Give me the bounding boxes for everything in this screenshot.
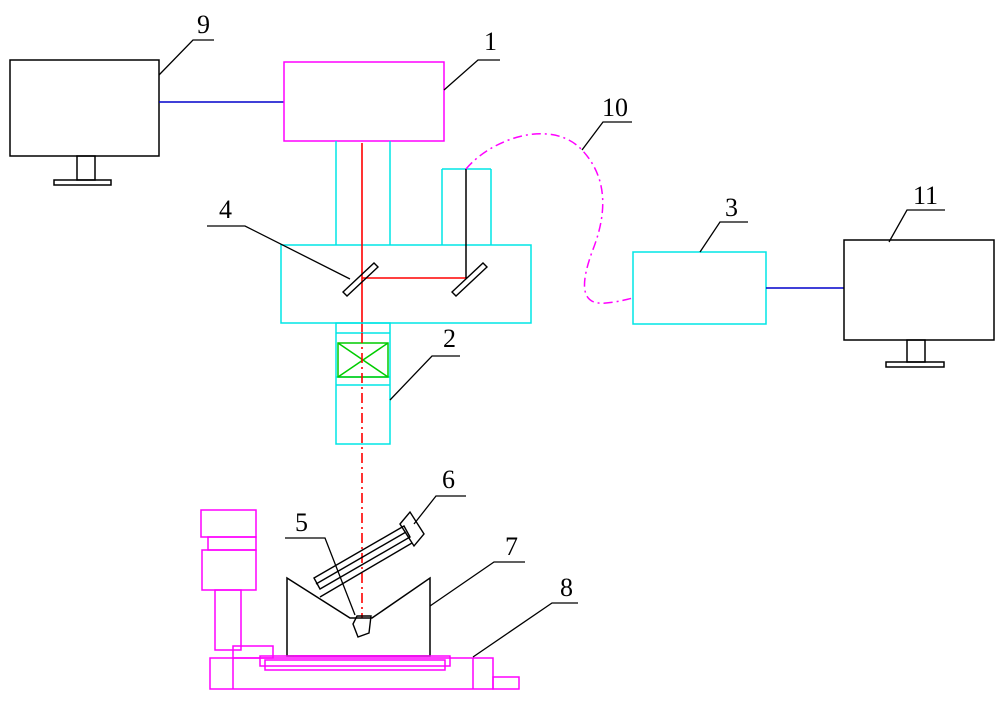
spectrometer [632,251,767,325]
monitor-right [843,239,995,368]
laser-head [283,61,445,142]
leader-5 [285,537,356,616]
workpiece [352,615,372,638]
label-5: 5 [295,508,308,537]
label-10: 10 [602,93,628,122]
beam-tube-upper [335,141,391,245]
leader-1 [443,59,500,91]
label-8: 8 [560,573,573,602]
lens-tube [335,322,391,445]
leader-2 [389,355,460,401]
label-3: 3 [725,193,738,222]
leader-10 [581,121,632,151]
gas-nozzle [313,510,425,598]
mirror-right [450,262,489,297]
leader-7 [429,561,525,607]
leader-9 [158,39,214,76]
label-2: 2 [443,324,456,353]
label-1: 1 [484,27,497,56]
label-9: 9 [197,10,210,39]
motion-stage [200,509,520,690]
leader-4 [207,225,351,280]
optics-box [280,244,532,324]
v-block-fixture [286,576,431,657]
monitor-left [9,59,160,186]
leader-8 [472,602,578,658]
laser-beam [361,143,467,333]
leader-11 [888,209,945,243]
label-4: 4 [219,195,232,224]
optical-fiber [465,133,634,304]
leader-6 [413,495,466,525]
label-6: 6 [442,465,455,494]
mirror-left [341,262,380,297]
leader-lines [158,39,945,658]
label-7: 7 [505,532,518,561]
label-11: 11 [913,181,938,210]
focusing-lens [337,342,389,378]
leader-3 [699,221,748,253]
